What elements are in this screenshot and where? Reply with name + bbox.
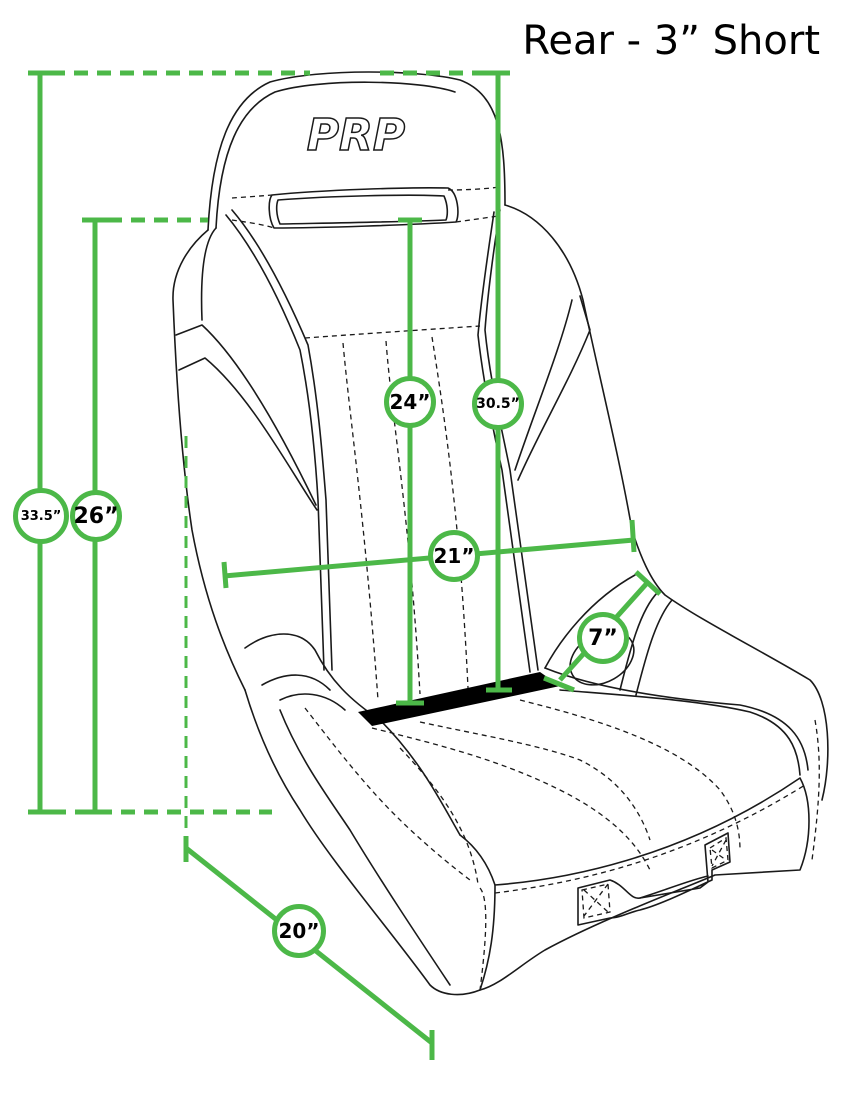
dimension-lines [28,70,662,1060]
dimension-badge-seat-depth: 20” [272,904,326,958]
dimension-label: 24” [389,390,431,414]
dimension-label: 21” [433,544,475,568]
dimension-label: 7” [588,625,618,651]
dimension-badge-back-height: 26” [70,490,122,542]
dimension-badge-inner-back-height: 24” [384,376,436,428]
dimension-badge-bolster-width: 7” [577,612,629,664]
dimension-badge-backrest-to-top: 30.5” [472,378,524,430]
dimension-badge-shoulder-width: 21” [428,530,480,582]
dimension-label: 30.5” [476,396,520,412]
prp-logo: PRP [307,110,405,161]
seat-junction-bar [358,672,560,726]
stitching [231,186,820,991]
dimension-label: 33.5” [20,508,62,524]
dimension-label: 20” [278,919,320,943]
dimension-label: 26” [73,503,119,529]
dimension-badge-overall-height: 33.5” [13,488,69,544]
diagram-title: Rear - 3” Short [522,18,820,64]
